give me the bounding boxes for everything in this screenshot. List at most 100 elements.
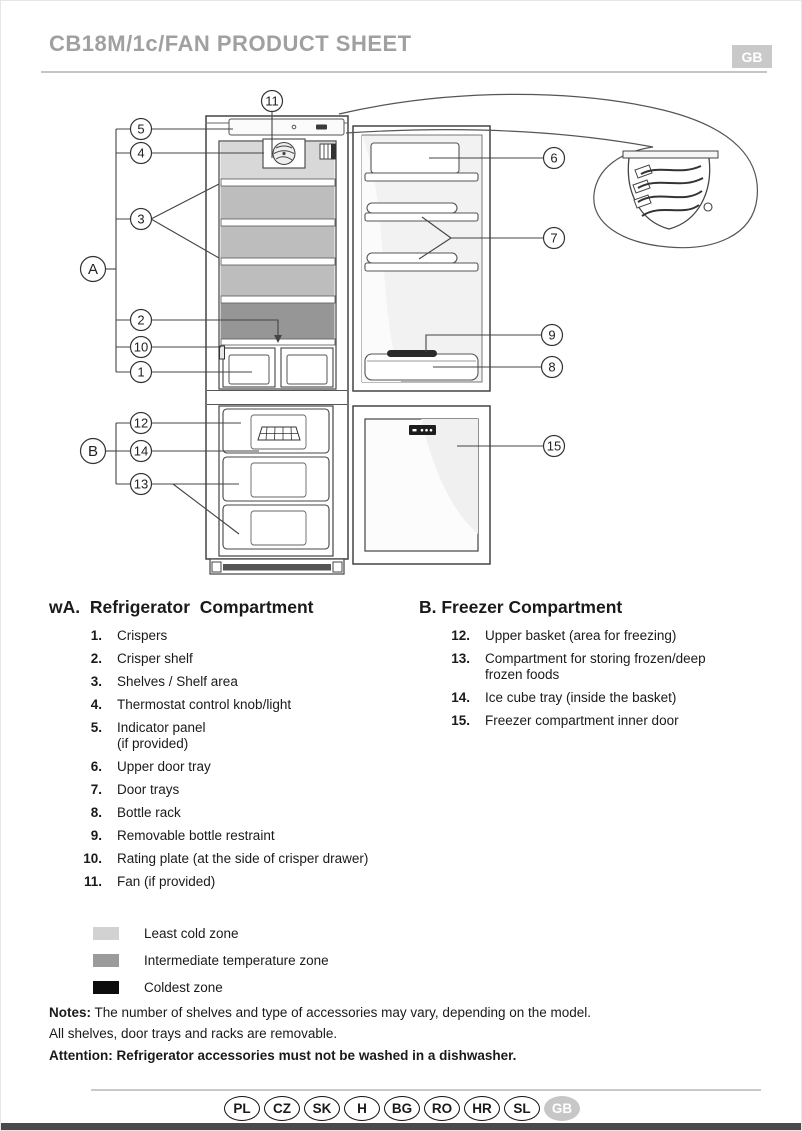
language-badge-hr: HR: [464, 1096, 500, 1121]
section-refrigerator: wA. Refrigerator Compartment 1.Crispers …: [49, 597, 411, 897]
list-item: 7.Door trays: [49, 782, 411, 798]
fan-detail-balloon: [338, 93, 758, 249]
legend-label: Least cold zone: [144, 926, 239, 941]
callout-8: 8: [540, 355, 564, 379]
freezer-inner-door: [364, 418, 479, 552]
item-number: 4.: [90, 697, 102, 712]
list-item: 15. Freezer compartment inner door: [419, 713, 769, 729]
item-line1: Ice cube tray (inside the basket): [485, 690, 677, 705]
callout-5: 5: [129, 117, 153, 141]
freezer-basket-3: [222, 504, 330, 550]
indicator-panel: [228, 118, 345, 136]
crisper-drawer-left: [222, 347, 276, 388]
language-badge-header: GB: [732, 45, 772, 68]
door-tray-middle: [364, 202, 479, 222]
svg-text:B: B: [88, 443, 98, 460]
item-line1: Upper basket (area for freezing): [485, 628, 677, 643]
section-freezer: B. Freezer Compartment 12.Upper basket (…: [419, 597, 769, 736]
item-text: Fan (if provided): [117, 874, 411, 890]
language-badge-sl: SL: [504, 1096, 540, 1121]
item-text: Ice cube tray (inside the basket): [485, 690, 769, 706]
item-number: 3.: [90, 674, 102, 689]
crisper-drawer-right: [280, 347, 334, 388]
item-text: Rating plate (at the side of crisper dra…: [117, 851, 411, 867]
item-line1: Upper door tray: [117, 759, 211, 774]
door-tray-upper: [364, 142, 479, 182]
item-number: 14.: [451, 690, 470, 705]
list-item: 3. Shelves / Shelf area: [49, 674, 411, 690]
svg-text:15: 15: [547, 439, 561, 454]
item-line1: Shelves / Shelf area: [117, 674, 238, 689]
shelf: [220, 178, 336, 187]
item-text: Door trays: [117, 782, 411, 798]
callout-3: 3: [129, 207, 153, 231]
language-badge-pl: PL: [224, 1096, 260, 1121]
svg-text:3: 3: [137, 212, 144, 227]
thermostat-icon: [319, 143, 337, 160]
item-line1: Door trays: [117, 782, 180, 797]
legend-label: Coldest zone: [144, 980, 223, 995]
svg-text:4: 4: [137, 146, 144, 161]
page-title: CB18M/1c/FAN PRODUCT SHEET: [49, 31, 412, 56]
notes-line-2: All shelves, door trays and racks are re…: [49, 1026, 338, 1041]
shelf: [220, 257, 336, 266]
callout-1: 1: [129, 360, 153, 384]
item-text: Bottle rack: [117, 805, 411, 821]
item-number: 8.: [90, 805, 102, 820]
door-tray-lower: [364, 252, 479, 272]
callout-14: 14: [129, 439, 153, 463]
item-line2: (if provided): [117, 736, 189, 751]
item-text: Upper door tray: [117, 759, 411, 775]
callout-15: 15: [542, 434, 566, 458]
callout-4: 4: [129, 141, 153, 165]
item-number: 1.: [90, 628, 102, 643]
attention-note: Attention: Refrigerator accessories must…: [49, 1048, 517, 1063]
list-item: 12.Upper basket (area for freezing): [419, 628, 769, 644]
list-item: 9.Removable bottle restraint: [49, 828, 411, 844]
item-number: 15.: [451, 713, 470, 728]
callout-6: 6: [542, 146, 566, 170]
language-badge-bg: BG: [384, 1096, 420, 1121]
item-text: Thermostat control knob/light: [117, 697, 411, 713]
svg-text:A: A: [88, 261, 98, 278]
item-line1: Compartment for storing frozen/deep: [485, 651, 706, 666]
legend-swatch-intermediate: [93, 954, 119, 967]
item-number: 5.: [90, 720, 102, 735]
language-badge-gb-active: GB: [544, 1096, 580, 1121]
callout-7: 7: [542, 226, 566, 250]
section-freezer-heading: B. Freezer Compartment: [419, 597, 623, 617]
fridge-door: [352, 125, 491, 392]
freezer-basket-1: [222, 408, 330, 454]
callout-12: 12: [129, 411, 153, 435]
language-badge-ro: RO: [424, 1096, 460, 1121]
list-item: 1. Crispers: [49, 628, 411, 644]
item-number: 11.: [83, 874, 102, 889]
item-line1: Crispers: [117, 628, 168, 643]
svg-text:9: 9: [548, 328, 555, 343]
legend-swatch-least-cold: [93, 927, 119, 940]
list-item: 4. Thermostat control knob/light: [49, 697, 411, 713]
svg-text:2: 2: [137, 313, 144, 328]
item-number: 10.: [83, 851, 102, 866]
svg-text:12: 12: [134, 416, 148, 431]
plinth: [209, 558, 345, 575]
item-text: Removable bottle restraint: [117, 828, 411, 844]
item-line1: Removable bottle restraint: [117, 828, 275, 843]
language-badge-cz: CZ: [264, 1096, 300, 1121]
notes: Notes: The number of shelves and type of…: [49, 1002, 765, 1066]
list-item: 5.Indicator panel(if provided): [49, 720, 411, 752]
svg-text:6: 6: [550, 151, 557, 166]
callout-A: A: [79, 255, 107, 283]
shelf: [220, 295, 336, 304]
bottom-bar: [1, 1123, 801, 1130]
item-line1: Freezer compartment inner door: [485, 713, 679, 728]
ice-cube-tray: [257, 426, 301, 441]
callout-10: 10: [129, 335, 153, 359]
legend-label: Intermediate temperature zone: [144, 953, 329, 968]
callout-B: B: [79, 437, 107, 465]
item-number: 2.: [90, 651, 102, 666]
freezer-door-badge: [409, 425, 436, 435]
notes-label: Notes:: [49, 1005, 92, 1020]
freezer-door: [352, 405, 491, 565]
